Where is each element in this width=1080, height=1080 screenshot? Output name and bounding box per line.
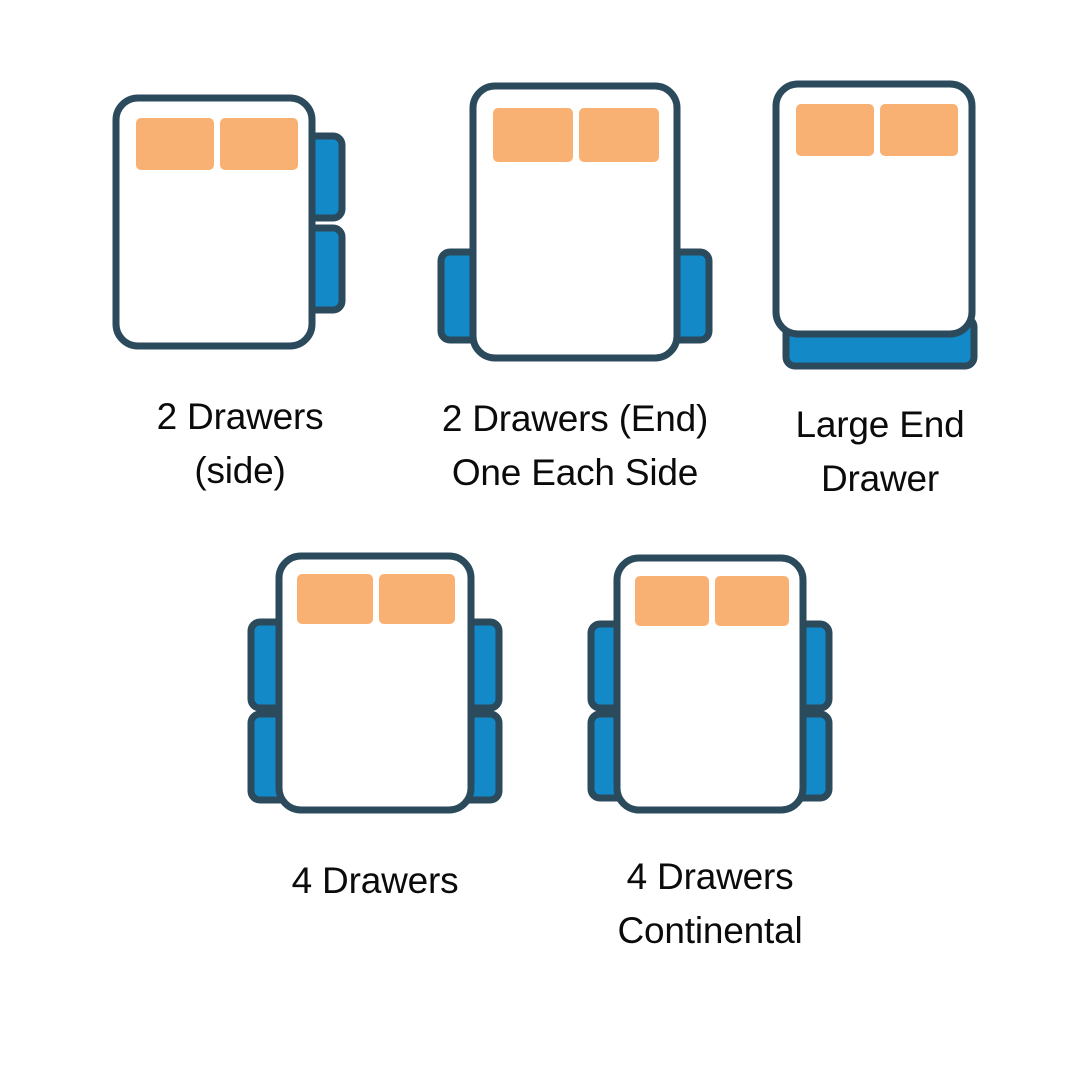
bed-icon-4-drawers-continental <box>587 554 833 814</box>
pillow-left <box>635 576 709 626</box>
bed-label-4-drawers-continental: 4 Drawers Continental <box>617 856 803 952</box>
bed-label-4-drawers: 4 Drawers <box>291 860 459 901</box>
bed-option-4-drawers-continental[interactable]: 4 Drawers Continental <box>550 552 870 958</box>
bed-label-2-drawers-side: 2 Drawers (side) <box>156 396 324 492</box>
bed-icon-2-drawers-end <box>437 82 713 362</box>
bed-label-large-end-drawer: Large End Drawer <box>795 404 965 500</box>
pillow-right <box>715 576 789 626</box>
bed-option-large-end-drawer[interactable]: Large End Drawer <box>720 78 1040 506</box>
bed-option-2-drawers-end[interactable]: 2 Drawers (End) One Each Side <box>395 80 755 500</box>
pillow-right <box>220 118 298 170</box>
bed-icon-2-drawers-side <box>112 94 346 350</box>
bed-icon-4-drawers <box>247 552 503 814</box>
pillow-left <box>136 118 214 170</box>
pillow-right <box>379 574 455 624</box>
pillow-left <box>796 104 874 156</box>
bed-option-4-drawers[interactable]: 4 Drawers <box>215 550 535 908</box>
pillow-right <box>579 108 659 162</box>
pillow-left <box>493 108 573 162</box>
pillow-right <box>880 104 958 156</box>
bed-option-2-drawers-side[interactable]: 2 Drawers (side) <box>60 92 420 498</box>
pillow-left <box>297 574 373 624</box>
bed-label-2-drawers-end: 2 Drawers (End) One Each Side <box>441 398 709 494</box>
bed-icon-large-end-drawer <box>772 80 978 370</box>
